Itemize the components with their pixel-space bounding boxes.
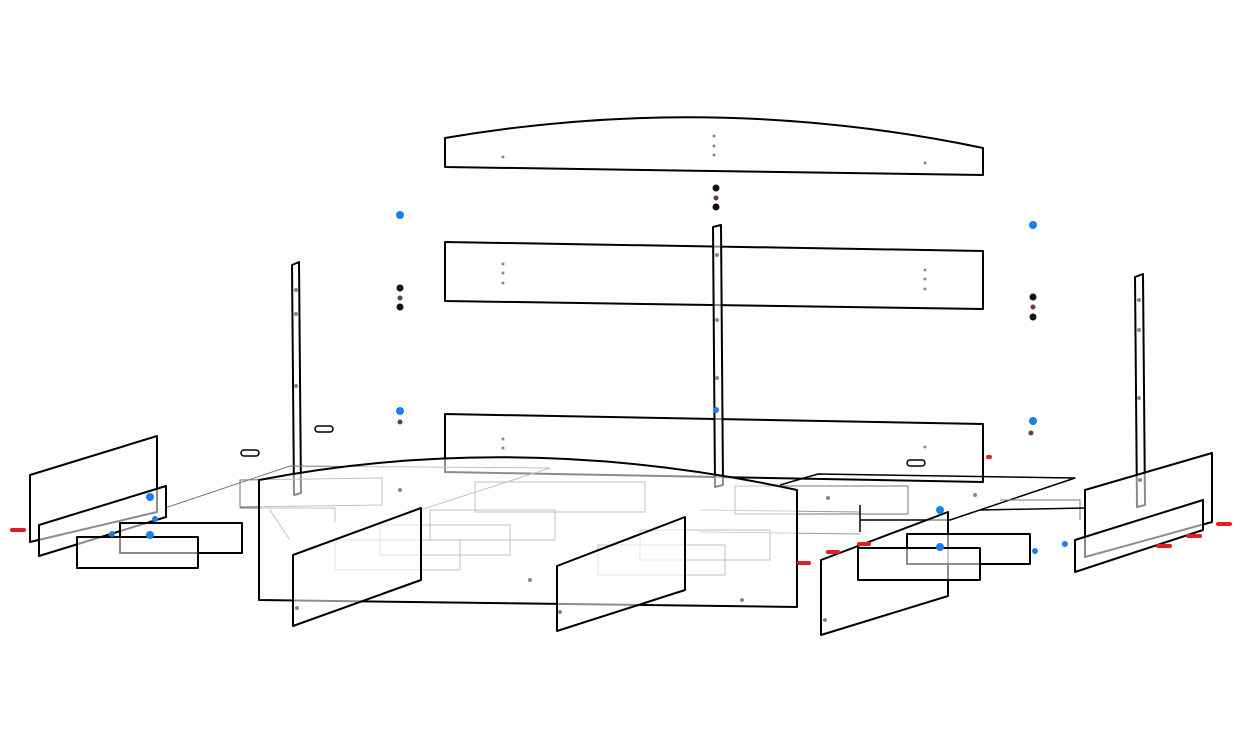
handles (240, 425, 926, 467)
side-panel-left-front (38, 485, 167, 557)
cam-bolt-icons (396, 184, 1037, 321)
drawer-front-right-2 (857, 547, 981, 581)
post-center (712, 224, 724, 488)
screw-icons (397, 195, 1036, 436)
pin-icons (10, 455, 1232, 565)
headboard-middle-rail (444, 241, 984, 310)
headboard-top-cap (444, 116, 984, 176)
foot-panel-left (292, 507, 422, 627)
drawer-front-left-2 (76, 536, 199, 569)
dowel-icons (109, 211, 1068, 554)
side-panel-right-front (1074, 499, 1204, 573)
hole-marks (294, 134, 1142, 622)
post-left (291, 261, 302, 496)
foot-panel-middle (556, 516, 686, 632)
